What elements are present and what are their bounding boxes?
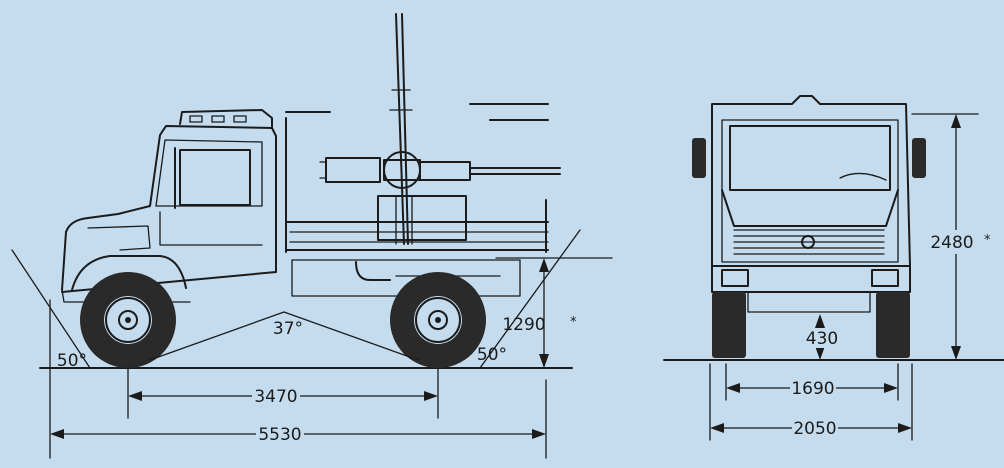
left-mirror [692, 138, 706, 178]
right-mirror [912, 138, 926, 178]
front-wheel [80, 272, 176, 368]
rear-wheel [390, 272, 486, 368]
cargo-bed [285, 103, 549, 297]
approach-angle-line [11, 249, 91, 369]
departure-angle-line [479, 229, 581, 369]
ramp-line-right [283, 311, 419, 361]
front-grille [733, 229, 885, 255]
overall-height-label: 2480 [930, 233, 973, 253]
wheelbase-label: 3470 [254, 387, 297, 407]
height-marker: * [984, 233, 991, 248]
side-view: 3470 5530 1290 * 50° 50° 37° [11, 13, 613, 459]
overall-width-label: 2050 [793, 419, 836, 439]
front-windshield [729, 125, 891, 191]
right-headlight [871, 269, 899, 287]
mounted-gun [319, 13, 561, 245]
front-view: 2480 * 430 1690 2050 [663, 95, 1004, 441]
front-bumper [711, 265, 911, 293]
track-width-label: 1690 [791, 379, 834, 399]
emblem-icon [801, 235, 815, 249]
overall-length-label: 5530 [258, 425, 301, 445]
ramp-line-left [149, 311, 285, 361]
approach-angle-label: 50° [57, 351, 87, 371]
side-clearance-label: 1290 [502, 315, 545, 335]
front-cab-outline [711, 95, 911, 267]
ground-clearance-label: 430 [806, 329, 838, 349]
left-headlight [721, 269, 749, 287]
side-clearance-marker: * [570, 315, 577, 330]
front-right-tire [876, 292, 910, 358]
departure-angle-label: 50° [477, 345, 507, 365]
ramp-angle-label: 37° [273, 319, 303, 339]
truck-cab [61, 109, 277, 303]
front-left-tire [712, 292, 746, 358]
